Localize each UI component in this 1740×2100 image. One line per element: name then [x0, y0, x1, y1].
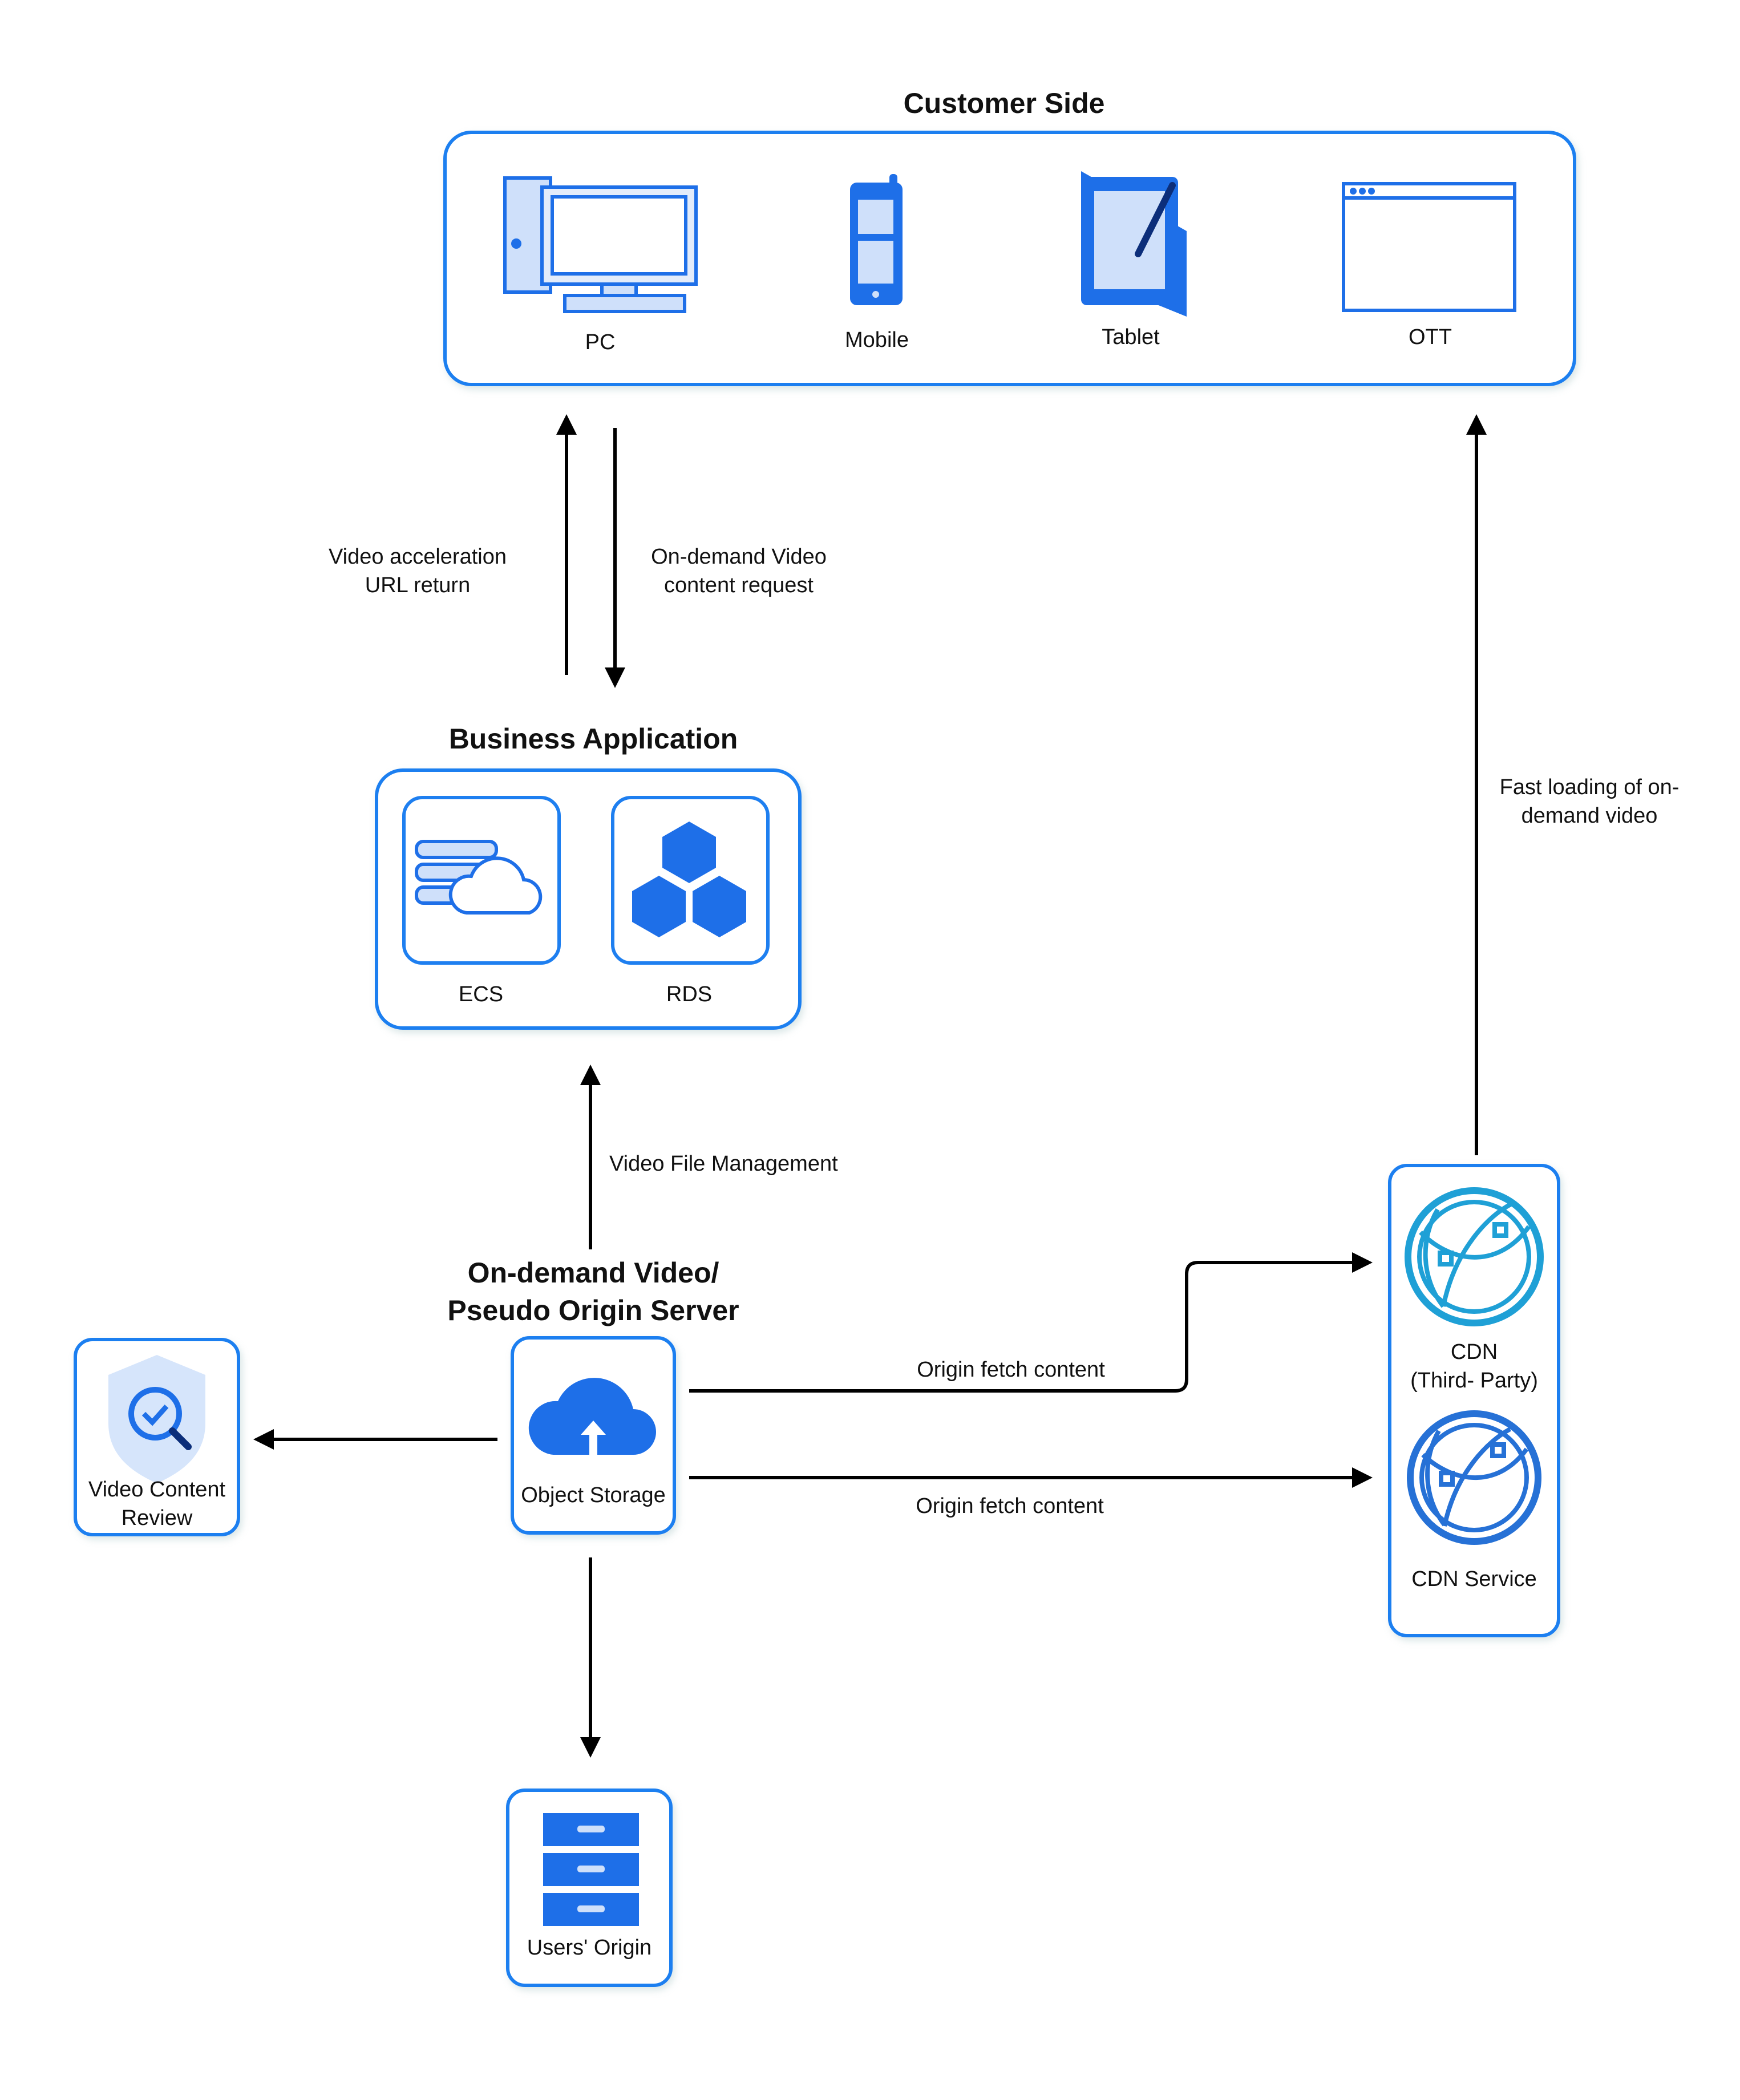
business-application-title: Business Application: [449, 723, 738, 755]
cdn-service-label: CDN Service: [1411, 1567, 1537, 1591]
customer-side-box: [443, 131, 1576, 386]
globe-network-icon: [1407, 1410, 1541, 1545]
edge-label-url-return-line2: URL return: [365, 573, 470, 597]
edge-label-origin-fetch-2: Origin fetch content: [916, 1494, 1104, 1518]
server-cloud-icon: [415, 840, 543, 915]
arrow-origin-fetch-third-party: [689, 1252, 1373, 1393]
video-review-label-line2: Review: [122, 1506, 193, 1530]
customer-side-title: Customer Side: [904, 87, 1105, 119]
server-rack-icon: [543, 1813, 639, 1926]
globe-network-icon: [1405, 1187, 1544, 1326]
origin-server-group: On-demand Video/ Pseudo Origin Server Ob…: [447, 1257, 739, 1535]
video-review-label-line1: Video Content: [88, 1478, 226, 1502]
edge-label-fast-loading-line2: demand video: [1522, 804, 1658, 828]
edge-label-url-return-line1: Video acceleration: [329, 545, 507, 569]
edge-labels: Video acceleration URL return On-demand …: [329, 545, 1679, 1518]
edge-label-content-request-line2: content request: [664, 573, 814, 597]
arrows: [253, 414, 1487, 1758]
hexagons-icon: [632, 822, 746, 937]
shield-search-icon: [108, 1355, 205, 1483]
cdn-third-party-label-line1: CDN: [1451, 1340, 1498, 1364]
business-application-group: Business Application ECS RDS: [375, 723, 802, 1030]
users-origin-label: Users' Origin: [527, 1936, 652, 1960]
tablet-label: Tablet: [1102, 325, 1160, 349]
ott-label: OTT: [1409, 325, 1452, 349]
edge-label-fast-loading-line1: Fast loading of on-: [1500, 775, 1680, 799]
tablet-icon: [1081, 171, 1187, 317]
video-review-node: Video Content Review: [74, 1338, 240, 1536]
customer-side-group: Customer Side PC Mobile Tablet: [443, 87, 1576, 386]
cdn-group: CDN (Third- Party) CDN Service: [1388, 1164, 1560, 1637]
mobile-label: Mobile: [845, 328, 909, 352]
edge-label-origin-fetch-1: Origin fetch content: [917, 1358, 1105, 1382]
ecs-label: ECS: [459, 982, 503, 1006]
pc-icon: [503, 176, 698, 313]
mobile-icon: [850, 174, 903, 305]
edge-label-content-request-line1: On-demand Video: [651, 545, 827, 569]
ott-window-icon: [1342, 182, 1516, 312]
rds-label: RDS: [666, 982, 712, 1006]
cloud-upload-icon: [528, 1378, 656, 1469]
object-storage-label: Object Storage: [521, 1483, 665, 1507]
cdn-third-party-label-line2: (Third- Party): [1410, 1369, 1538, 1393]
origin-server-title-line2: Pseudo Origin Server: [447, 1294, 739, 1326]
edge-label-file-management: Video File Management: [609, 1152, 838, 1176]
pc-label: PC: [585, 330, 616, 354]
origin-server-title-line1: On-demand Video/: [468, 1257, 719, 1289]
users-origin-node: Users' Origin: [506, 1789, 673, 1987]
